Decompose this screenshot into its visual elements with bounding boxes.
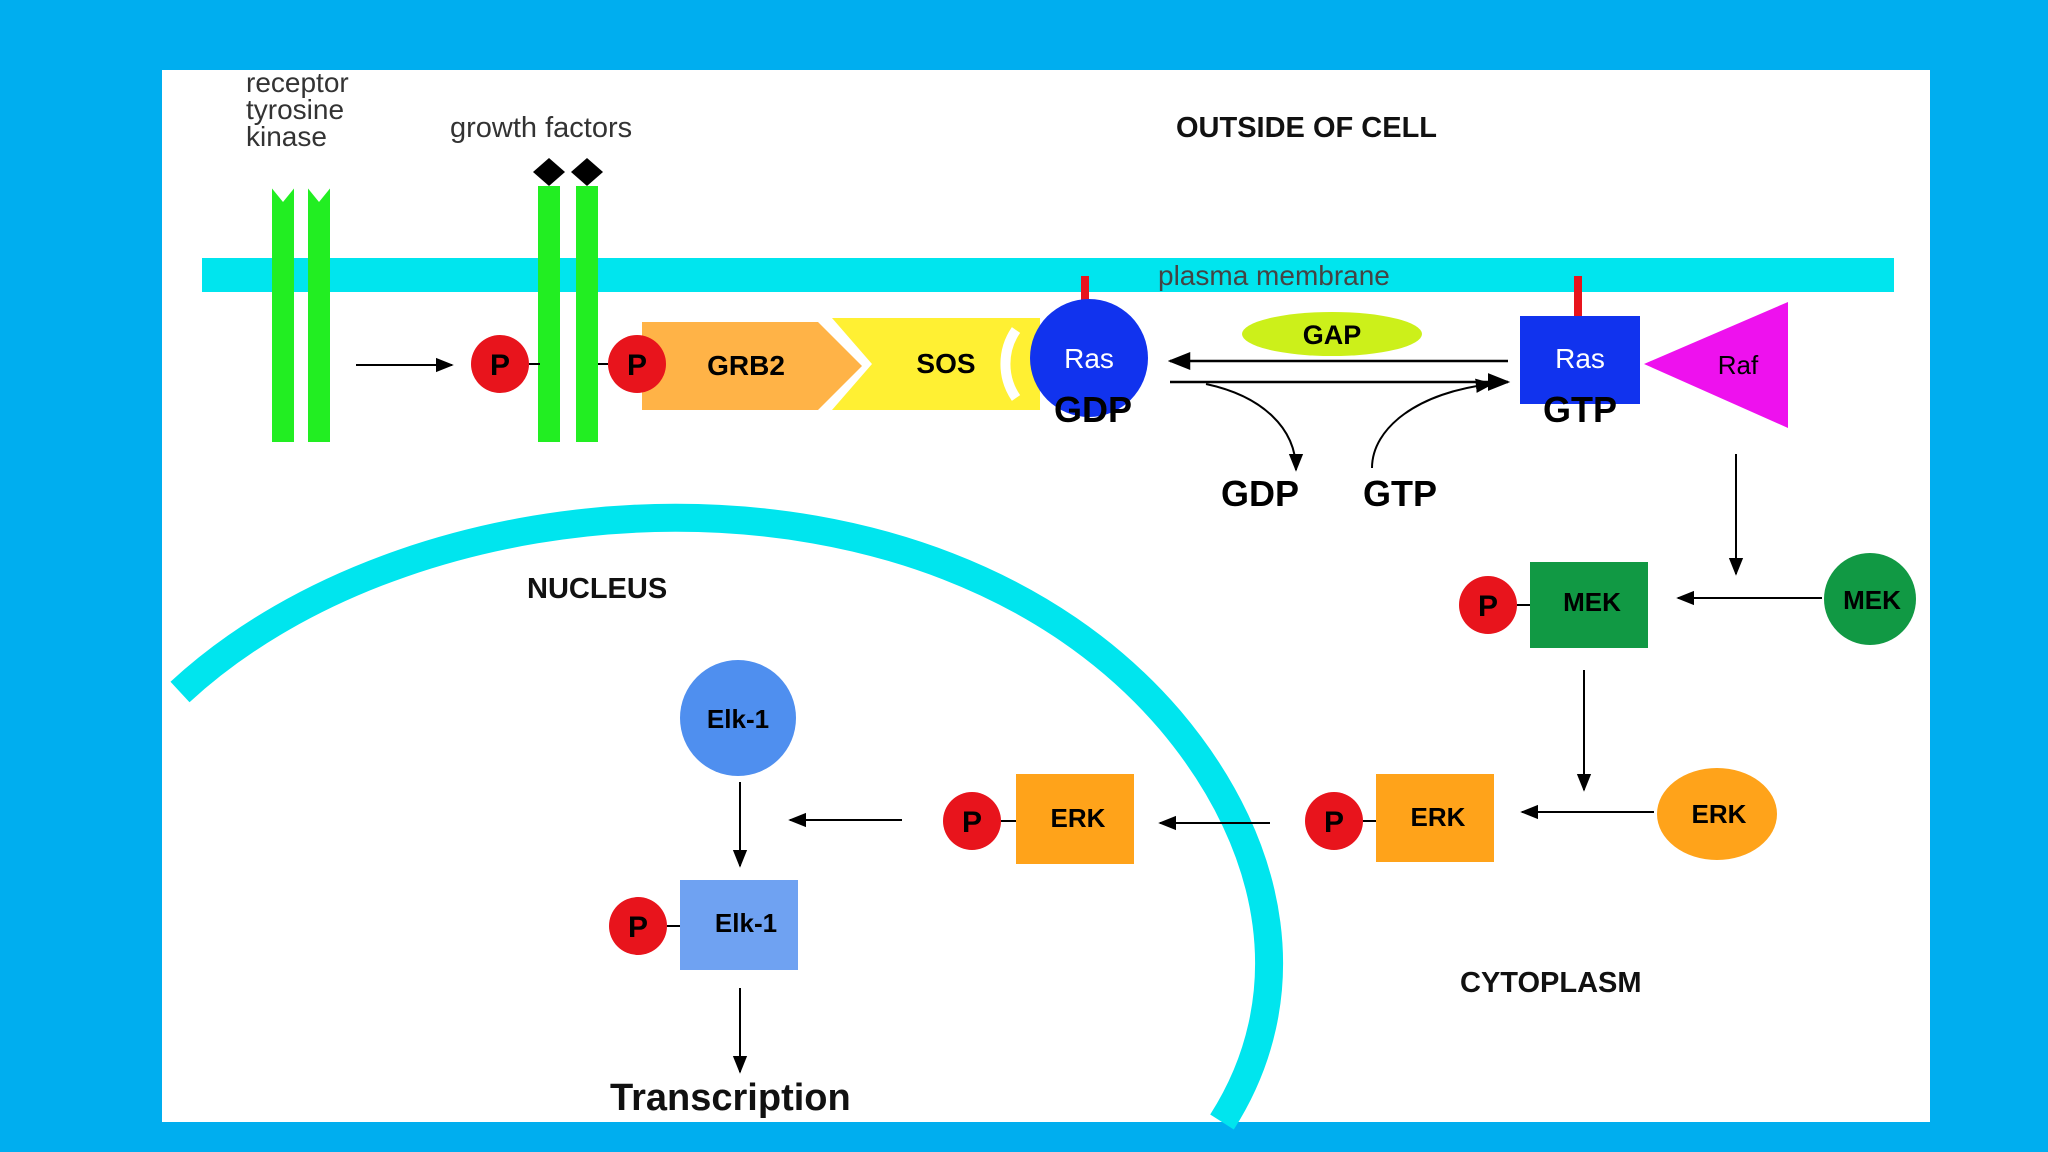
growth-factor-left xyxy=(533,158,565,186)
elk-square-label: Elk-1 xyxy=(715,908,777,938)
erk-nucleus-phospho-label: P xyxy=(962,806,982,839)
elk-circle-label: Elk-1 xyxy=(707,704,769,734)
raf-label: Raf xyxy=(1718,350,1759,380)
sos-node: SOS xyxy=(832,318,1040,410)
ras-gtp-node: Ras GTP xyxy=(1520,276,1640,430)
svg-text:P: P xyxy=(627,349,647,382)
erk-circle-node: ERK xyxy=(1657,768,1777,860)
cytoplasm-label: CYTOPLASM xyxy=(1460,967,1642,999)
erk-nucleus-label: ERK xyxy=(1051,803,1106,833)
arrow-release-gdp xyxy=(1205,383,1304,472)
gap-label: GAP xyxy=(1303,320,1362,350)
svg-text:P: P xyxy=(490,349,510,382)
nucleus-label: NUCLEUS xyxy=(527,573,667,605)
mek-phospho-label: P xyxy=(1478,590,1498,623)
elk-phospho-label: P xyxy=(628,911,648,944)
free-gtp-label: GTP xyxy=(1363,473,1437,514)
receptor-inactive xyxy=(270,186,332,442)
ras-gtp-tag: GTP xyxy=(1543,389,1617,430)
sos-label: SOS xyxy=(916,348,975,379)
raf-node: Raf xyxy=(1644,302,1788,428)
membrane-label: plasma membrane xyxy=(1158,260,1390,291)
ras-gtp-label: Ras xyxy=(1555,343,1605,374)
ras-gdp-node: Ras GDP xyxy=(1000,276,1148,430)
grb2-node: GRB2 xyxy=(642,322,862,410)
outside-label: OUTSIDE OF CELL xyxy=(1176,112,1437,144)
erk-nucleus-node: ERK P xyxy=(943,774,1134,864)
mek-circle-node: MEK xyxy=(1824,553,1916,645)
phospho-receptor-right: P xyxy=(598,335,666,393)
mek-circle-label: MEK xyxy=(1843,585,1901,615)
elk-circle-node: Elk-1 xyxy=(680,660,796,776)
phospho-receptor-left: P xyxy=(471,335,540,393)
ras-gdp-tag: GDP xyxy=(1054,389,1132,430)
transcription-label: Transcription xyxy=(610,1077,851,1119)
receptor-label-line1: receptor xyxy=(246,67,349,98)
erk-circle-label: ERK xyxy=(1692,799,1747,829)
growth-factor-right xyxy=(571,158,603,186)
mek-phospho-node: MEK P xyxy=(1459,562,1648,648)
arrow-bind-gtp xyxy=(1371,378,1494,469)
ras-gdp-label: Ras xyxy=(1064,343,1114,374)
plasma-membrane xyxy=(202,258,1894,292)
erk-cytoplasm-label: ERK xyxy=(1411,802,1466,832)
nuclear-envelope xyxy=(170,503,1284,1130)
receptor-label-line2: tyrosine xyxy=(246,94,344,125)
erk-cytoplasm-phospho-label: P xyxy=(1324,806,1344,839)
mek-square-label: MEK xyxy=(1563,587,1621,617)
growth-factors-label: growth factors xyxy=(450,112,632,144)
grb2-label: GRB2 xyxy=(707,350,785,381)
gap-node: GAP xyxy=(1242,312,1422,356)
receptor-label-line3: kinase xyxy=(246,121,327,152)
receptor-active xyxy=(533,158,603,442)
free-gdp-label: GDP xyxy=(1221,473,1299,514)
elk-phospho-node: Elk-1 P xyxy=(609,880,798,970)
erk-cytoplasm-node: ERK P xyxy=(1305,774,1494,862)
